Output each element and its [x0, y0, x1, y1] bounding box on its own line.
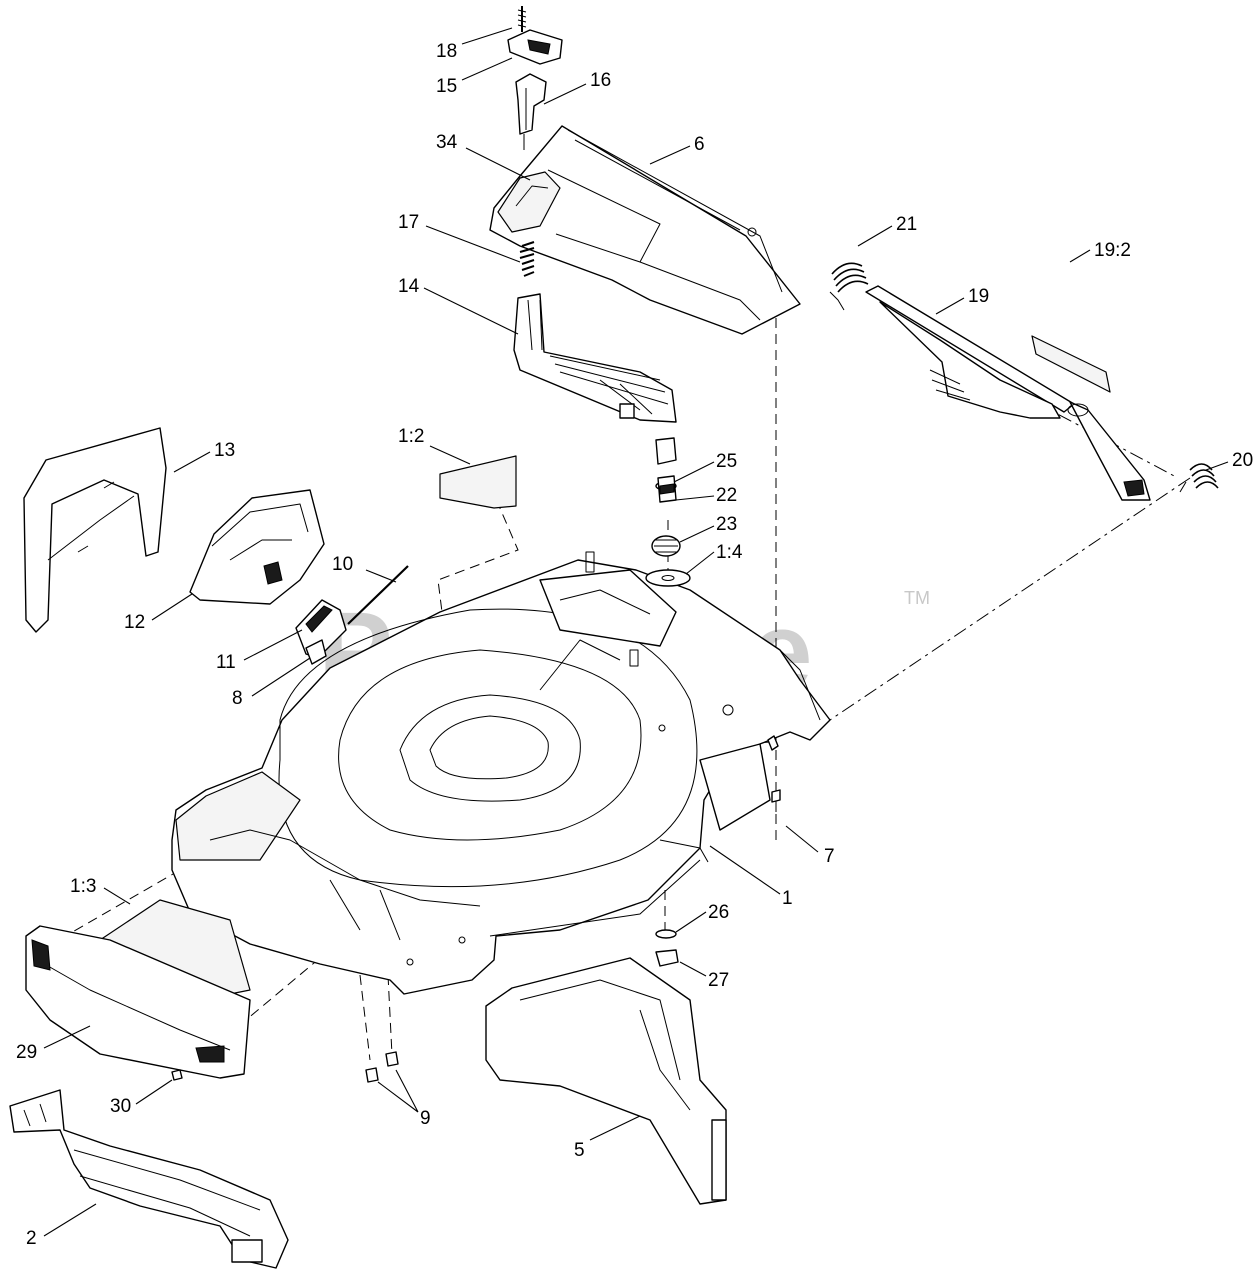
part-1-2-decal[interactable]: [439, 455, 517, 509]
callout-26: 26: [708, 902, 729, 923]
callout-12: 12: [124, 612, 145, 633]
callout-10: 10: [332, 554, 353, 575]
part-15-knob[interactable]: [507, 29, 563, 65]
part-1-4-washer[interactable]: [645, 569, 691, 587]
callout-25: 25: [716, 451, 737, 472]
part-2-skid[interactable]: [9, 1089, 289, 1269]
callout-29: 29: [16, 1042, 37, 1063]
callout-34: 34: [436, 132, 458, 153]
part-1-mower-deck[interactable]: [171, 551, 831, 995]
callout-7: 7: [824, 846, 835, 867]
part-8-bracket[interactable]: [305, 639, 327, 665]
callout-1-2: 1:2: [398, 426, 424, 447]
part-12-flap[interactable]: [189, 489, 325, 605]
callout-5: 5: [574, 1140, 585, 1161]
callout-17: 17: [398, 212, 419, 233]
part-6-cover[interactable]: [489, 125, 801, 335]
callout-21: 21: [896, 214, 917, 235]
callout-27: 27: [708, 970, 729, 991]
callout-1-4: 1:4: [716, 542, 743, 563]
callout-15: 15: [436, 76, 457, 97]
callout-9: 9: [420, 1108, 431, 1129]
part-5-side-chute[interactable]: [485, 957, 727, 1205]
part-23-gear[interactable]: [651, 535, 681, 557]
callout-1: 1: [782, 888, 793, 909]
part-17-spring[interactable]: [519, 241, 535, 277]
part-19-lever[interactable]: [865, 285, 1151, 501]
callout-30: 30: [110, 1096, 131, 1117]
part-13-side-guard[interactable]: [23, 427, 167, 633]
part-9-bolts[interactable]: [365, 1051, 399, 1083]
part-21-spring[interactable]: [829, 262, 869, 311]
leader-lines: [43, 27, 1229, 1237]
callout-16: 16: [590, 70, 611, 91]
callout-18: 18: [436, 41, 457, 62]
callout-2: 2: [26, 1228, 37, 1249]
part-19-2-decal[interactable]: [1031, 335, 1111, 393]
part-22-bushing[interactable]: [657, 475, 677, 503]
callout-22: 22: [716, 485, 737, 506]
callout-13: 13: [214, 440, 235, 461]
part-26-washer[interactable]: [655, 929, 677, 939]
part-29-front-bumper[interactable]: [25, 925, 251, 1079]
part-30-screw[interactable]: [171, 1069, 183, 1081]
callout-14: 14: [398, 276, 420, 297]
callout-1-3: 1:3: [70, 876, 96, 897]
callout-20: 20: [1232, 450, 1253, 471]
part-20-spring[interactable]: [1179, 463, 1219, 493]
part-7-bolts[interactable]: [767, 735, 781, 812]
callout-11: 11: [216, 652, 236, 673]
callout-19-2: 19:2: [1094, 240, 1131, 261]
callout-labels: 18 15 16 34 6 17 14 21 19 19:2 20 13 1:2…: [16, 41, 1253, 1249]
part-14-bracket[interactable]: [513, 293, 677, 423]
part-27-nut[interactable]: [655, 949, 679, 967]
part-11-hinge[interactable]: [295, 599, 347, 659]
watermark-trademark: TM: [904, 588, 930, 608]
callout-6: 6: [694, 134, 705, 155]
callout-23: 23: [716, 514, 737, 535]
part-16-adjuster[interactable]: [515, 73, 547, 150]
callout-8: 8: [232, 688, 243, 709]
part-18-screw[interactable]: [517, 6, 527, 32]
callout-19: 19: [968, 286, 989, 307]
part-10-rod[interactable]: [347, 565, 409, 625]
